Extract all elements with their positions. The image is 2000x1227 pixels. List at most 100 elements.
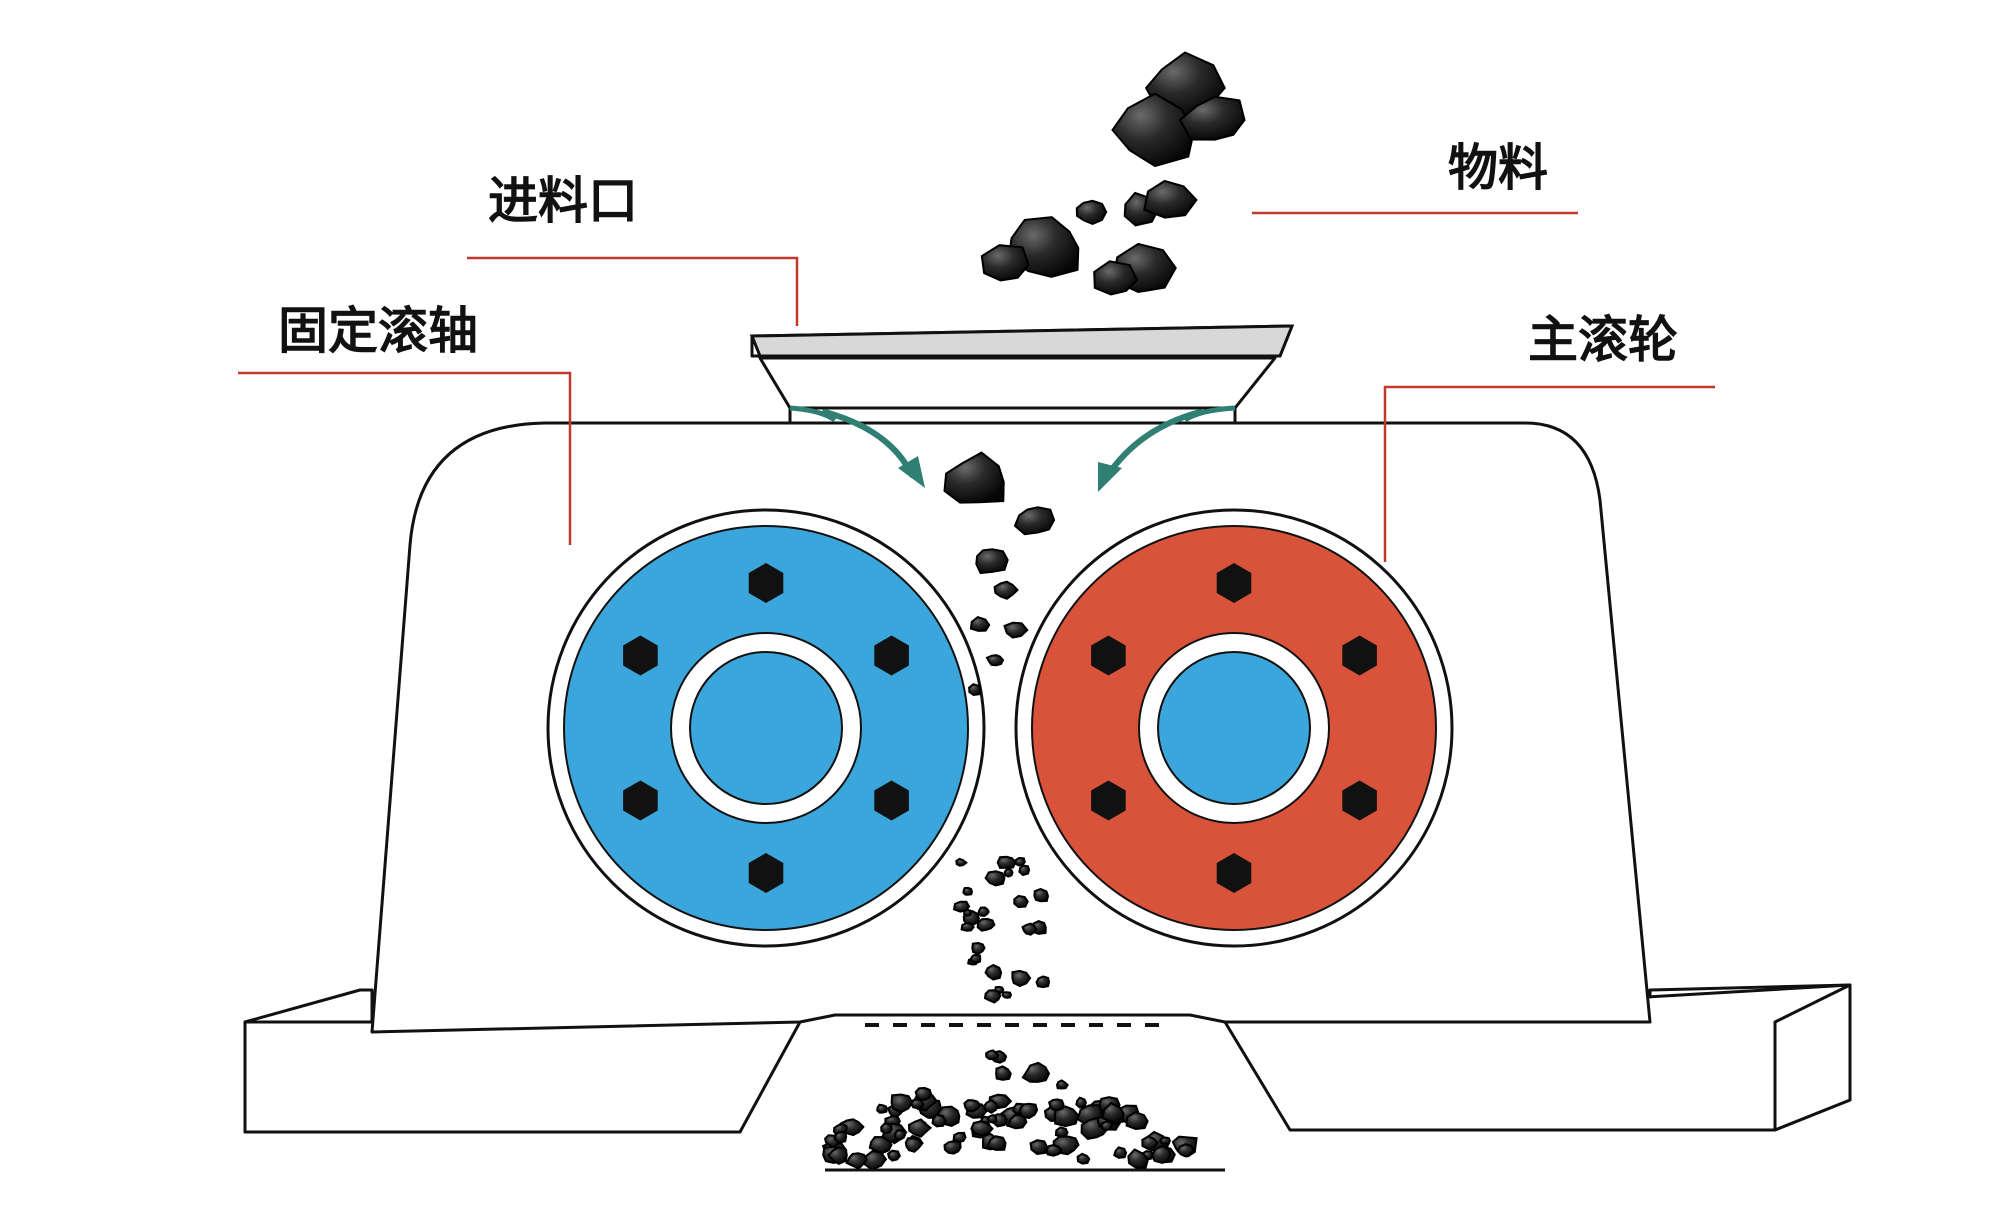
coal-lump-icon xyxy=(1158,1136,1171,1145)
coal-lump-icon xyxy=(977,906,990,917)
coal-lump-icon xyxy=(996,855,1017,869)
coal-lump-icon xyxy=(980,244,1030,282)
coal-lump-icon xyxy=(1143,179,1198,219)
coal-lump-icon xyxy=(1113,1146,1128,1159)
hex-bolt-icon xyxy=(1342,635,1377,676)
coal-lump-icon xyxy=(1075,1096,1087,1109)
coal-lump-icon xyxy=(876,1103,888,1114)
coal-lump-icon xyxy=(1101,1101,1125,1123)
coal-lump-icon xyxy=(1003,621,1029,639)
coal-lump-icon xyxy=(1021,922,1038,936)
coal-lump-icon xyxy=(968,683,982,696)
coal-lump-icon xyxy=(1053,1105,1080,1128)
coal-lump-icon xyxy=(969,615,991,632)
roller-bolts xyxy=(623,563,1377,893)
coal-lump-icon xyxy=(975,548,1009,575)
coal-lump-icon xyxy=(963,908,973,917)
coal-lump-icon xyxy=(1125,1111,1149,1131)
fixed-roller xyxy=(546,508,986,948)
coal-lump-icon xyxy=(993,580,1019,600)
material-lumps xyxy=(821,51,1246,1171)
hex-bolt-icon xyxy=(1216,563,1252,603)
coal-lump-icon xyxy=(886,1149,901,1162)
coal-lump-icon xyxy=(1055,1079,1069,1090)
coal-lump-icon xyxy=(1033,887,1050,903)
coal-lump-icon xyxy=(1075,199,1108,225)
coal-lump-icon xyxy=(983,989,1002,1004)
coal-lump-icon xyxy=(1035,975,1051,989)
coal-lump-icon xyxy=(890,1093,914,1114)
label-main-roller: 主滚轮 xyxy=(1528,311,1678,369)
hex-bolt-icon xyxy=(1091,780,1126,821)
coal-lump-icon xyxy=(1029,1139,1048,1155)
label-fixed-roller-shaft: 固定滚轴 xyxy=(278,302,478,360)
coal-lump-icon xyxy=(914,1086,933,1102)
coal-lump-icon xyxy=(1093,260,1139,296)
coal-lump-icon xyxy=(960,921,975,932)
coal-lump-icon xyxy=(962,886,973,896)
coal-lump-icon xyxy=(1054,1126,1069,1138)
coal-lump-icon xyxy=(1001,991,1012,999)
coal-lump-icon xyxy=(1018,864,1031,877)
coal-lump-icon xyxy=(985,1049,1000,1061)
hex-bolt-icon xyxy=(748,853,784,893)
coal-lump-icon xyxy=(976,917,996,932)
coal-lump-icon xyxy=(952,1131,967,1144)
coal-lump-icon xyxy=(1048,1098,1065,1112)
hex-bolt-icon xyxy=(1216,853,1252,893)
hex-bolt-icon xyxy=(874,780,909,821)
coal-lump-icon xyxy=(982,1098,1000,1114)
coal-lump-icon xyxy=(984,963,1003,981)
coal-lump-icon xyxy=(904,1137,923,1153)
coal-lump-icon xyxy=(970,1120,994,1137)
coal-lump-icon xyxy=(1127,1148,1149,1169)
label-material: 物料 xyxy=(1448,139,1548,197)
coal-lump-icon xyxy=(1151,1144,1172,1164)
coal-lump-icon xyxy=(986,1135,1007,1151)
base-trough-right xyxy=(1223,983,1852,1132)
hex-bolt-icon xyxy=(623,635,658,676)
coal-lump-icon xyxy=(907,1118,933,1138)
coal-lump-icon xyxy=(1141,1135,1160,1151)
coal-lump-icon xyxy=(833,1130,848,1144)
main-roller xyxy=(1014,508,1454,948)
coal-lump-icon xyxy=(1013,894,1029,909)
label-feed-inlet: 进料口 xyxy=(488,172,638,230)
coal-lump-icon xyxy=(955,857,968,867)
coal-lump-icon xyxy=(880,1122,893,1135)
hex-bolt-icon xyxy=(1091,635,1126,676)
coal-lump-icon xyxy=(1176,1143,1196,1158)
coal-lump-icon xyxy=(1178,95,1246,141)
coal-lump-icon xyxy=(971,941,986,955)
coal-lump-icon xyxy=(969,953,982,964)
coal-lump-icon xyxy=(1014,856,1026,867)
coal-lump-icon xyxy=(845,1152,868,1170)
coal-lump-icon xyxy=(1011,969,1032,988)
coal-lump-icon xyxy=(995,1065,1012,1081)
feed-hopper xyxy=(749,324,1295,423)
coal-lump-icon xyxy=(943,1140,962,1155)
coal-lump-icon xyxy=(943,451,1005,504)
coal-lump-icon xyxy=(909,1098,925,1110)
coal-lump-icon xyxy=(985,654,1005,667)
leader-fixed-roller-shaft xyxy=(238,371,572,545)
flow-arrow-left xyxy=(822,409,925,488)
coal-lump-icon xyxy=(1045,1143,1063,1157)
flow-arrow-right xyxy=(1098,409,1203,492)
hex-bolt-icon xyxy=(1342,780,1377,821)
coal-lump-icon xyxy=(986,1113,998,1124)
hex-bolt-icon xyxy=(748,563,784,603)
leader-main-roller xyxy=(1383,385,1715,562)
coal-lump-icon xyxy=(1013,506,1056,536)
coal-lump-icon xyxy=(963,1099,982,1113)
coal-lump-icon xyxy=(1018,1102,1039,1119)
coal-lump-icon xyxy=(984,870,1006,887)
hex-bolt-icon xyxy=(874,635,909,676)
coal-lump-icon xyxy=(826,1146,848,1166)
coal-lump-icon xyxy=(1003,867,1014,878)
coal-lump-icon xyxy=(1021,1061,1051,1083)
coal-lump-icon xyxy=(893,1129,907,1141)
hex-bolt-icon xyxy=(623,780,658,821)
coal-lump-icon xyxy=(931,1113,947,1128)
